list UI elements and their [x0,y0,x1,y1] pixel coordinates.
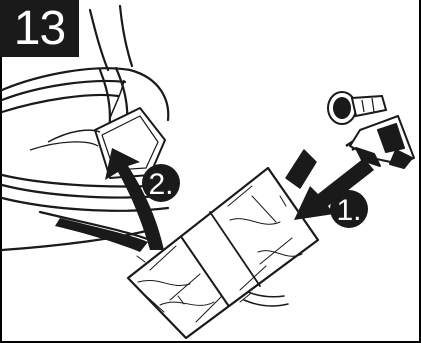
collar-adapter-part [350,116,414,168]
callout-2: 2. [142,164,180,202]
wheel-part [328,92,386,124]
callout-1: 1. [330,190,368,228]
callout-1-label: 1. [336,194,361,227]
callout-2-label: 2. [148,168,173,201]
